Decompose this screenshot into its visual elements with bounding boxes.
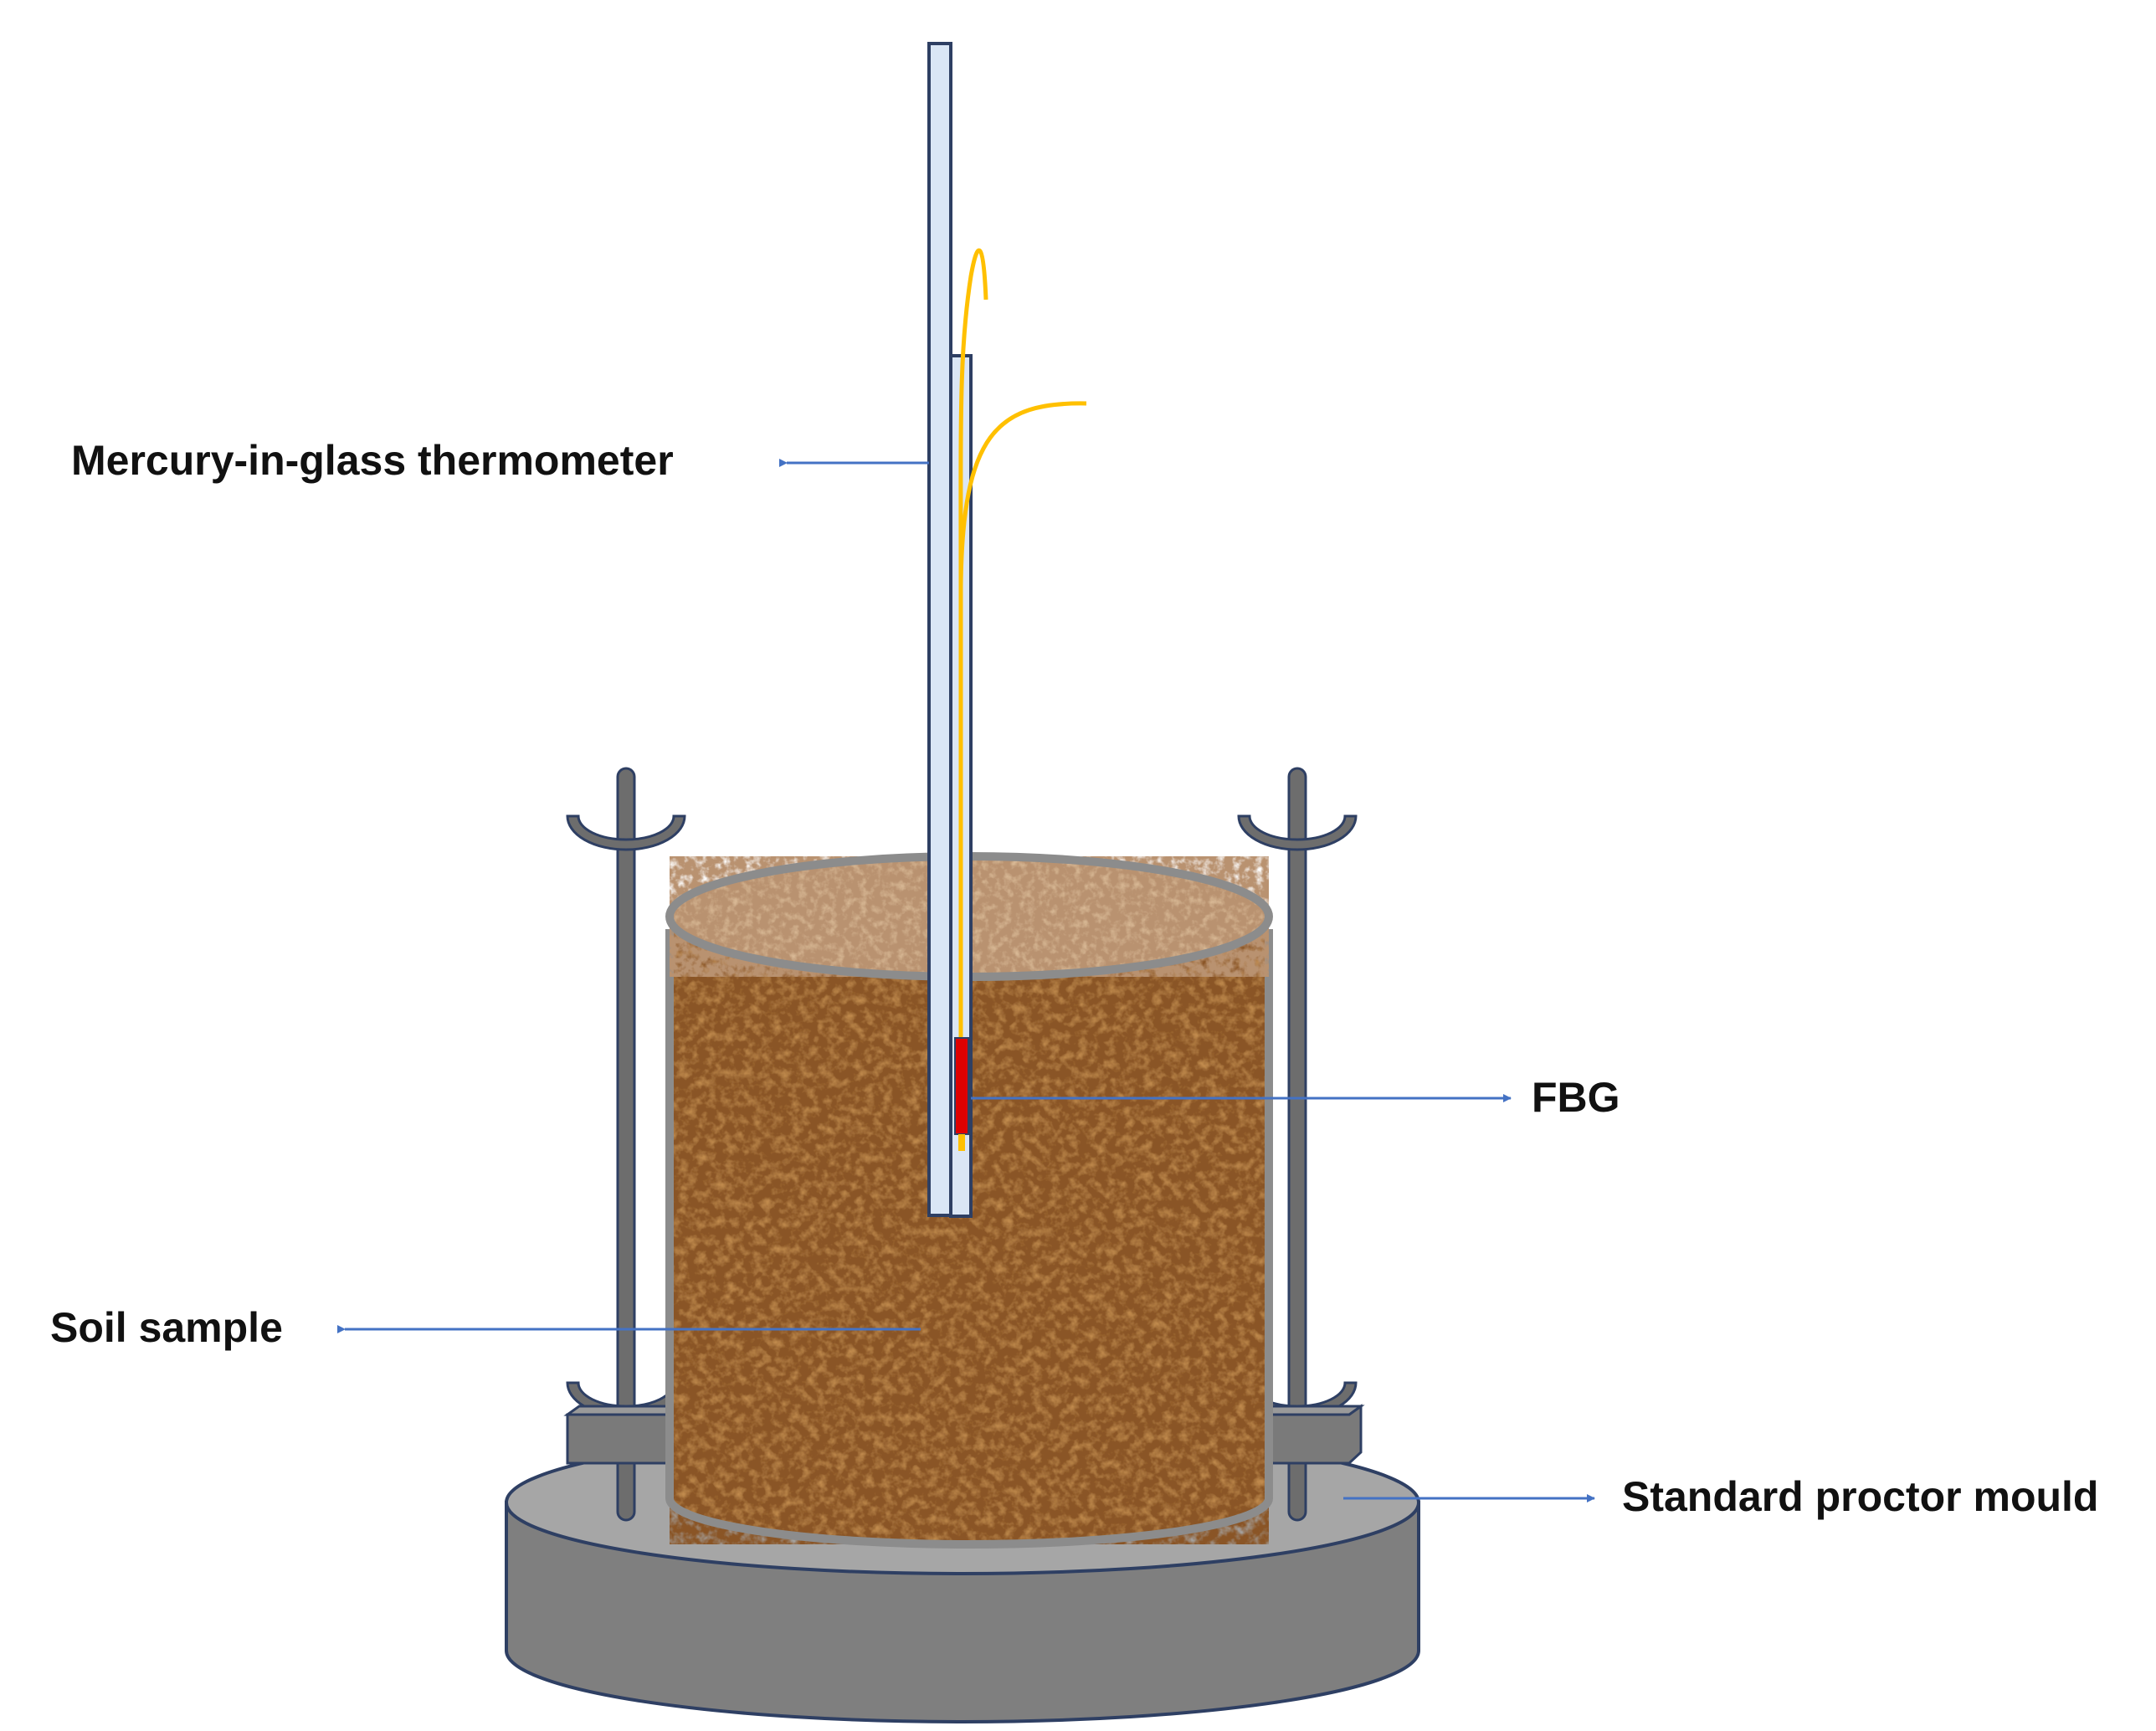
soil-cylinder xyxy=(665,852,1273,1549)
fbg-label: FBG xyxy=(1532,1074,1620,1121)
soil-sample-label: Soil sample xyxy=(50,1304,283,1351)
proctor-mould-label: Standard proctor mould xyxy=(1622,1473,2098,1520)
annotation-arrows xyxy=(337,459,1595,1502)
fbg-grating xyxy=(954,1037,969,1135)
optical-fiber xyxy=(954,248,1087,1151)
thermometer-label: Mercury-in-glass thermometer xyxy=(71,437,674,484)
